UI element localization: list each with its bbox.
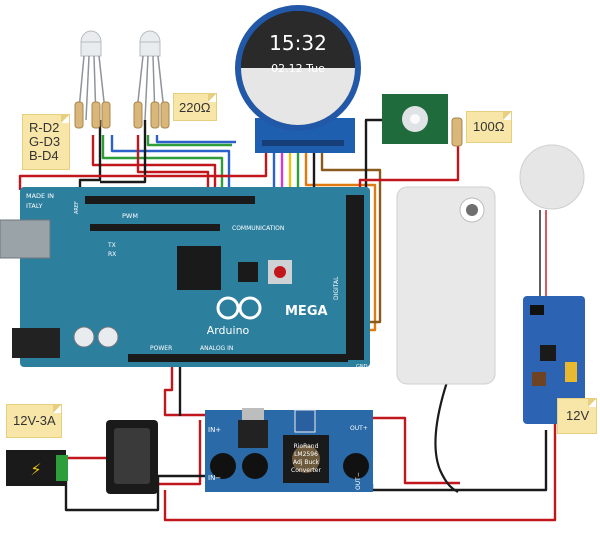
note-resistor-led-text: 100Ω — [473, 119, 505, 134]
section-digital: DIGITAL — [333, 276, 340, 300]
label-rx: RX — [108, 251, 116, 258]
wire-blue-led1 — [110, 135, 231, 195]
buck-out-minus: OUT− — [355, 472, 362, 490]
led-module — [382, 94, 448, 144]
note-resistor-led: 100Ω — [466, 111, 512, 143]
wire-screen-orange — [304, 150, 377, 332]
buck-chip-line3: Adj Buck — [293, 459, 320, 466]
piezo-sensor — [519, 144, 585, 210]
wire-green-led2 — [146, 135, 232, 147]
buck-in-plus: IN+ — [208, 426, 221, 434]
arduino-model: MEGA — [285, 304, 328, 319]
wire-red-led2 — [136, 135, 210, 195]
made-in-line2: ITALY — [26, 202, 43, 210]
power-switch — [106, 420, 158, 494]
note-power-in: 12V-3A — [6, 404, 62, 438]
section-power: POWER — [150, 345, 172, 352]
label-aref: AREF — [74, 201, 80, 214]
note-rgb-pin-b: B-D4 — [29, 148, 59, 163]
round-display: 15:32 02.12 Tue — [235, 5, 361, 153]
note-fan-voltage-text: 12V — [566, 408, 590, 423]
wire-red-led1 — [91, 135, 217, 195]
arduino-logo-icon — [216, 296, 262, 320]
wire-jack-black — [64, 474, 208, 512]
note-rgb-pin-g: G-D3 — [29, 134, 61, 149]
buck-out-plus: OUT+ — [350, 425, 368, 432]
buck-converter: IN+ IN− OUT+ OUT− RioRand LM2596 Adj Buc… — [205, 408, 373, 492]
wire-blue-led2 — [155, 135, 236, 144]
led-resistor — [451, 117, 463, 147]
section-analog: ANALOG IN — [200, 345, 233, 352]
wire-screen-brown — [320, 150, 382, 324]
wire-fan-red — [163, 420, 557, 522]
note-rgb-pins: R-D2 G-D3 B-D4 — [22, 114, 70, 170]
watch-time: 15:32 — [269, 31, 327, 55]
section-communication: COMMUNICATION — [232, 225, 284, 232]
label-tx: TX — [107, 242, 116, 249]
note-fan-voltage: 12V — [557, 398, 597, 434]
note-resistor-rgb: 220Ω — [173, 93, 217, 121]
arduino-mega-board: Arduino MEGA MADE IN ITALY PWM COMMUNICA… — [0, 187, 370, 370]
wire-screen-red — [18, 150, 268, 190]
rgb-resistors — [74, 101, 170, 129]
watch-date: 02.12 Tue — [271, 62, 325, 75]
wire-battery-cable — [434, 381, 459, 493]
dc-jack: ⚡ — [6, 450, 68, 486]
section-pwm: PWM — [122, 212, 138, 220]
wire-power-vin-red — [163, 366, 205, 417]
buck-in-minus: IN− — [208, 474, 221, 482]
wire-out-plus-red — [372, 416, 460, 485]
arduino-brand: Arduino — [207, 324, 250, 337]
buck-chip-line1: RioRand — [294, 443, 319, 450]
note-rgb-pin-r: R-D2 — [29, 120, 60, 135]
lightning-icon: ⚡ — [30, 460, 41, 479]
label-gnd: GND — [356, 364, 368, 370]
note-resistor-rgb-text: 220Ω — [179, 100, 211, 115]
wire-black-led-common2 — [100, 120, 147, 184]
note-power-in-text: 12V-3A — [13, 413, 56, 428]
buck-chip-line2: LM2596 — [294, 451, 318, 458]
display-pins — [262, 140, 344, 146]
battery-pack — [396, 186, 496, 385]
buck-chip-line4: Converter — [291, 467, 321, 474]
made-in-line1: MADE IN — [26, 192, 54, 200]
wire-out-minus-black — [370, 430, 548, 492]
fan-driver-module — [523, 296, 585, 424]
wire-black-led-common — [78, 120, 102, 192]
